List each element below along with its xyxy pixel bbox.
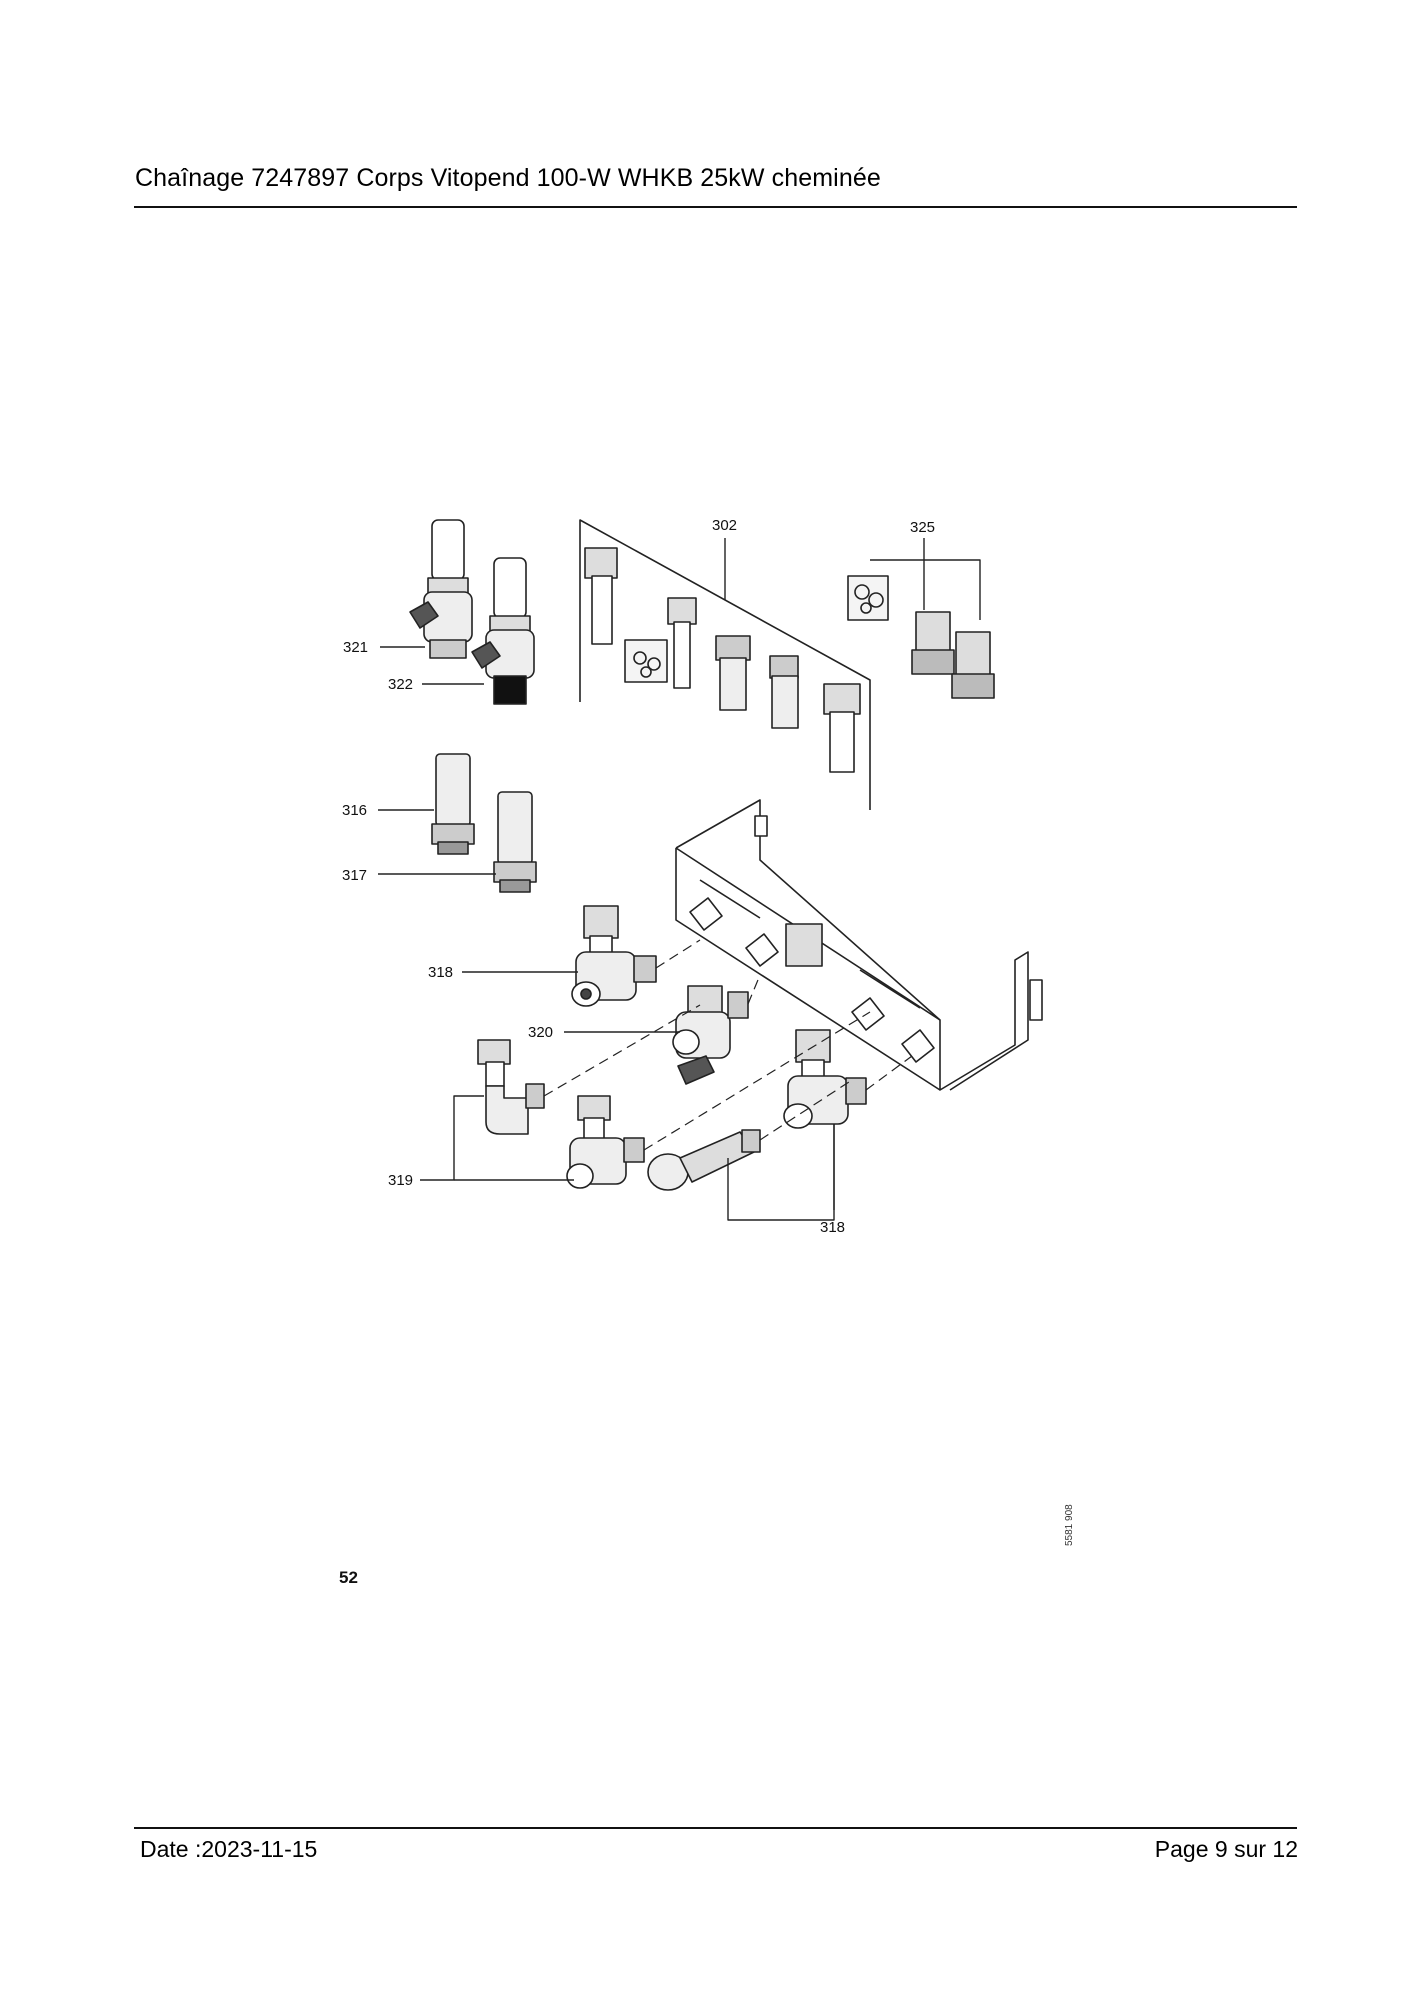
part-322-valve: [471, 557, 535, 705]
callout-302: 302: [712, 517, 737, 534]
callout-321: 321: [343, 639, 368, 656]
callout-320: 320: [528, 1024, 553, 1041]
part-320-valve: [672, 985, 749, 1085]
callout-319: 319: [388, 1172, 413, 1189]
part-302-fitting-set: [579, 519, 871, 810]
callout-318-upper: 318: [428, 964, 453, 981]
part-321-valve: [409, 519, 473, 659]
callout-316: 316: [342, 802, 367, 819]
assembly-lines: [543, 939, 913, 1151]
part-316-nipple: [431, 753, 475, 855]
footer-page-number: Page 9 sur 12: [1154, 1836, 1298, 1862]
mounting-bracket: [675, 799, 1043, 1091]
part-325-union-set: [847, 575, 995, 699]
footer-date: Date :2023-11-15: [140, 1836, 318, 1862]
footer-divider: [134, 1827, 1297, 1829]
header-divider: [134, 206, 1297, 208]
part-317-nipple: [493, 791, 537, 893]
part-318-valve-lower: [783, 1029, 867, 1129]
leader-lines: [378, 538, 981, 1221]
callout-318-lower: 318: [820, 1219, 845, 1236]
part-drain-valve: [647, 1129, 761, 1191]
part-318-valve-upper: [571, 905, 657, 1007]
callout-317: 317: [342, 867, 367, 884]
page-title: Chaînage 7247897 Corps Vitopend 100-W WH…: [135, 164, 881, 192]
figure-page-number: 52: [339, 1568, 358, 1587]
callout-325: 325: [910, 519, 935, 536]
drawing-code: 5581 908: [1064, 1504, 1075, 1546]
part-319-elbow: [477, 1039, 545, 1135]
part-319-valve: [566, 1095, 645, 1189]
callout-322: 322: [388, 676, 413, 693]
